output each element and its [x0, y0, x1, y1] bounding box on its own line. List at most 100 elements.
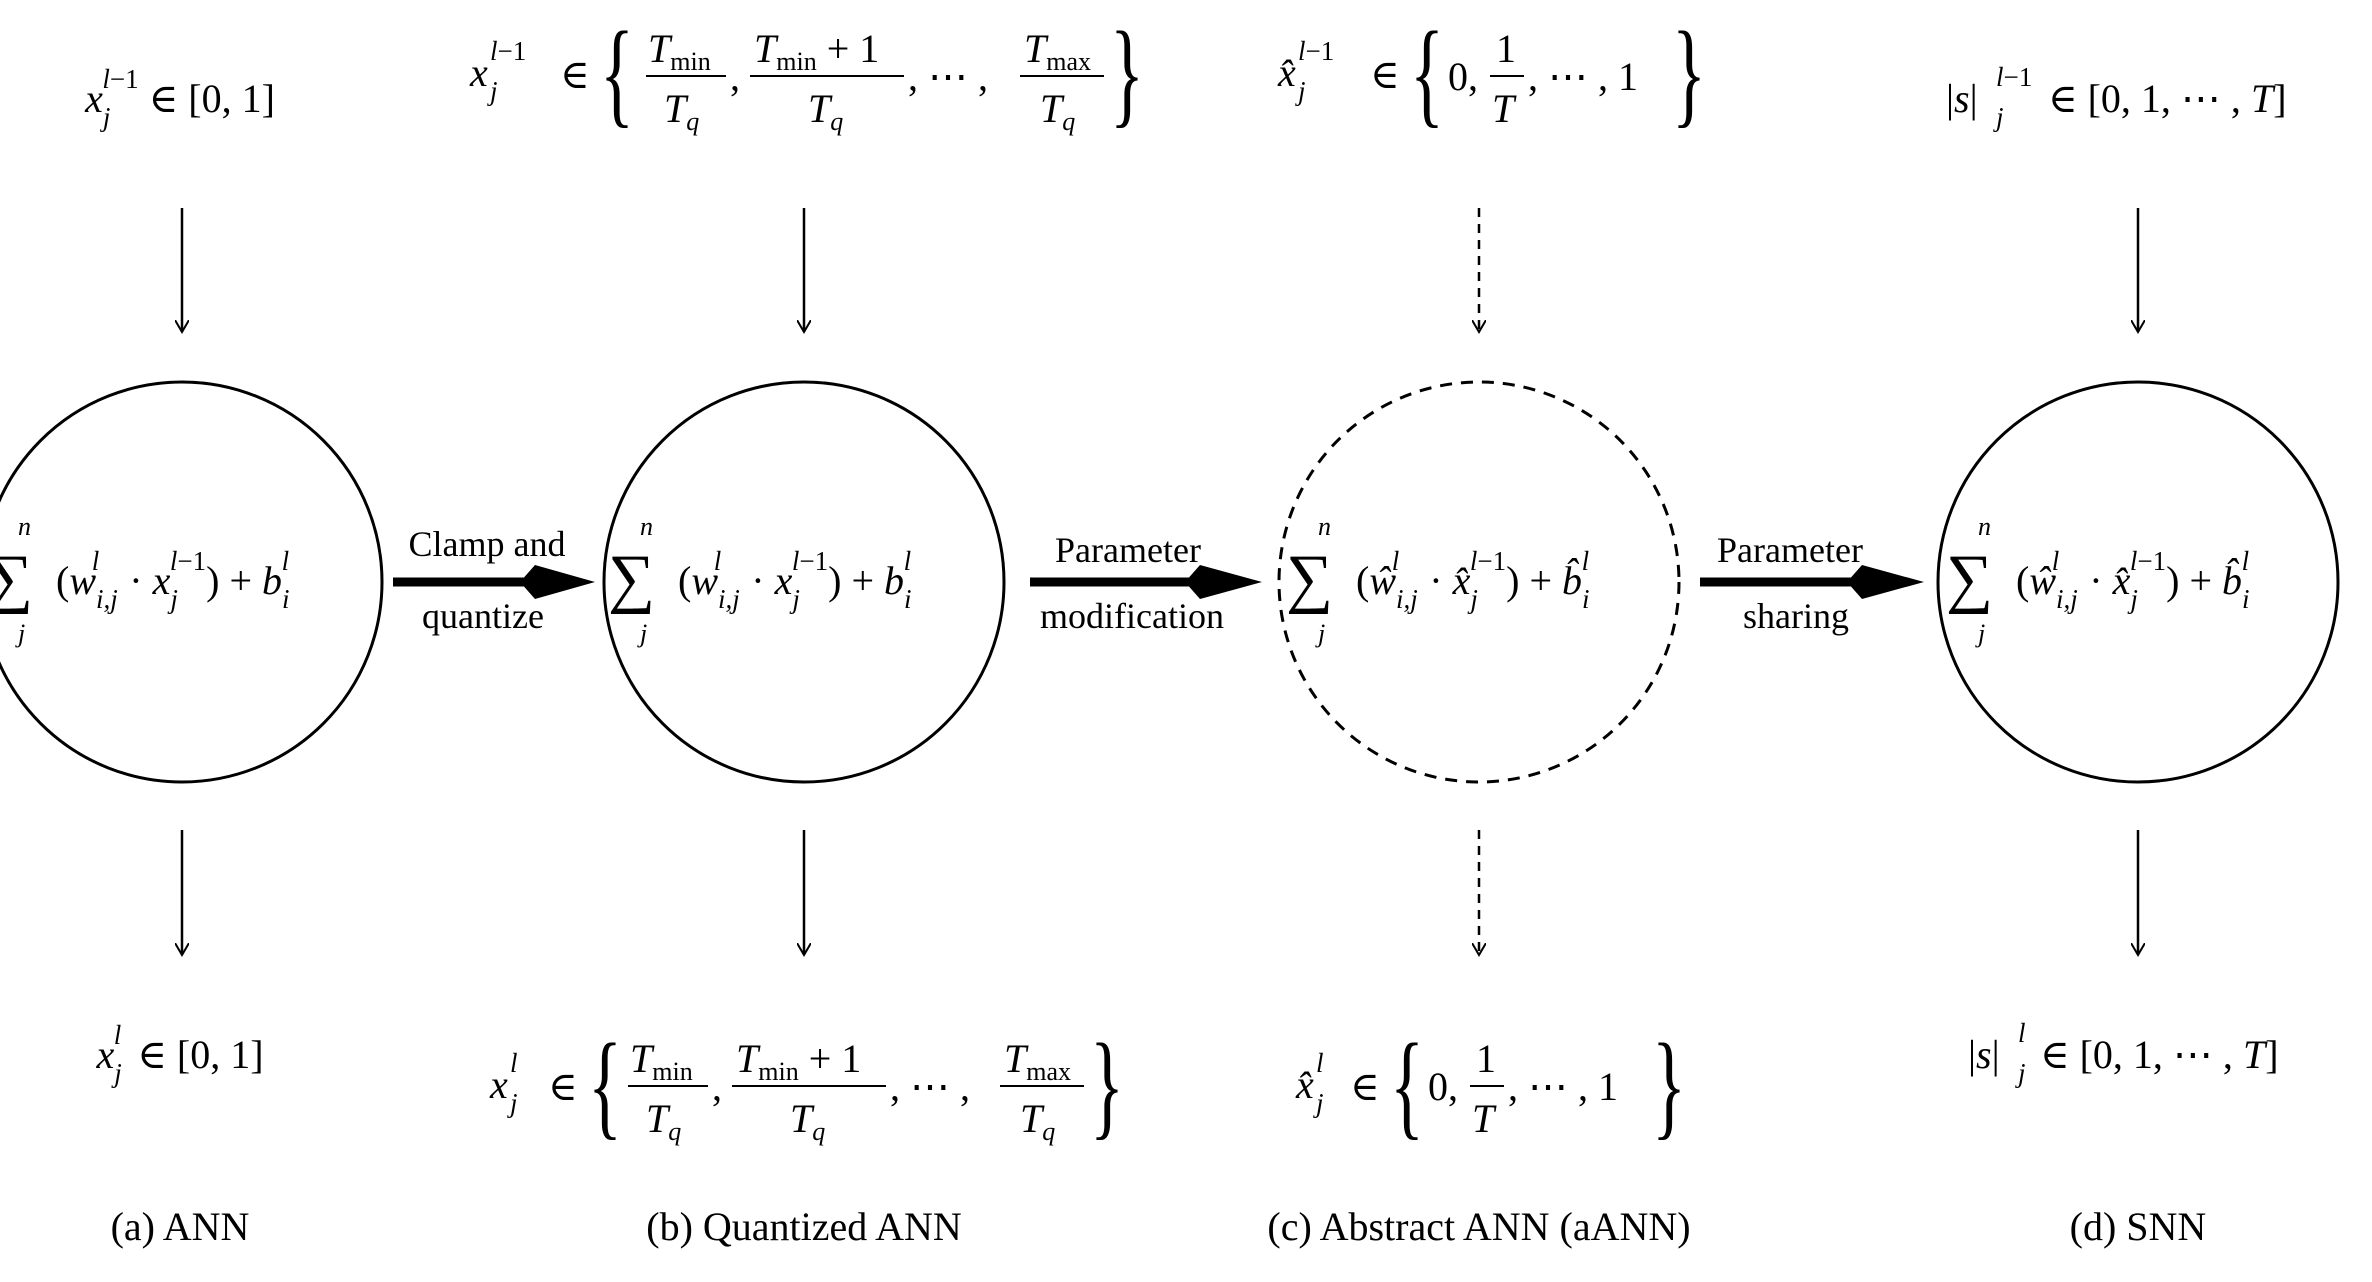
svg-text:,: , [730, 54, 740, 99]
svg-text:(wi,jl · xjl−1) + bil: (wi,jl · xjl−1) + bil [678, 546, 912, 614]
svg-text:|s|: |s| [1946, 76, 1978, 121]
caption-ann: (a) ANN [111, 1204, 250, 1249]
svg-text:{: { [1410, 8, 1444, 139]
svg-text:j: j [1975, 619, 1985, 648]
svg-text:Tmin: Tmin [630, 1036, 693, 1086]
svg-text:, ⋯ ,: , ⋯ , [890, 1064, 970, 1109]
svg-text:, ⋯ , 1: , ⋯ , 1 [1508, 1064, 1618, 1109]
svg-text:j: j [2015, 1058, 2026, 1088]
svg-text:n: n [18, 512, 31, 541]
svg-text:}: } [1672, 8, 1706, 139]
svg-text:(ŵi,jl · x̂jl−1) + b̂il: (ŵi,jl · x̂jl−1) + b̂il [1356, 546, 1590, 614]
svg-text:x̂: x̂ [1295, 1062, 1314, 1107]
svg-text:T: T [1472, 1096, 1497, 1141]
clamp-quantize-label-2: quantize [422, 596, 544, 636]
svg-text:1: 1 [1476, 1036, 1496, 1081]
svg-text:Tmin + 1: Tmin + 1 [754, 26, 879, 76]
svg-text:, ⋯ , 1: , ⋯ , 1 [1528, 54, 1638, 99]
svg-text:|s|: |s| [1968, 1032, 2000, 1077]
svg-text:n: n [640, 512, 653, 541]
svg-text:j: j [1315, 619, 1325, 648]
abstract-input-set: x̂_j^{l-1} ∈ { 0, 1/T, ⋯ , 1 } x̂ j l−1 … [1277, 8, 1706, 139]
svg-text:1: 1 [1496, 26, 1516, 71]
column-ann: x_j^{l-1} ∈ [0, 1] xjl−1 ∈ [0, 1] Σ_j^n … [0, 64, 384, 1249]
svg-text:Tq: Tq [646, 1096, 681, 1146]
svg-text:∈: ∈ [1350, 1064, 1380, 1109]
svg-text:x̂: x̂ [1277, 50, 1296, 95]
caption-abstract-ann: (c) Abstract ANN (aANN) [1267, 1204, 1690, 1249]
svg-text:}: } [1110, 8, 1144, 139]
parameter-sharing-label-2: sharing [1743, 596, 1849, 636]
parameter-sharing-label-1: Parameter [1717, 530, 1863, 570]
snn-neuron-formula: Σ_j^n (ŵ_{i,j}^l · x̂_j^{l-1}) + b̂_i^l … [1946, 512, 2250, 648]
caption-quantized-ann: (b) Quantized ANN [646, 1204, 961, 1249]
svg-text:{: { [1390, 1020, 1424, 1151]
abstract-neuron-circle [1277, 380, 1681, 784]
svg-text:∑: ∑ [1286, 542, 1333, 615]
quantized-neuron-circle [602, 380, 1006, 784]
parameter-modification-label-2: modification [1040, 596, 1224, 636]
column-snn: |s|_j^{l-1} ∈ [0, 1, ⋯ , T] |s| j l−1 ∈ … [1936, 62, 2340, 1249]
svg-text:Tq: Tq [1020, 1096, 1055, 1146]
svg-text:∑: ∑ [1946, 542, 1993, 615]
svg-text:n: n [1318, 512, 1331, 541]
quantized-neuron-formula: Σ_j^n (w_{i,j}^l · x_j^{l-1}) + b_i^l ∑ … [608, 512, 912, 648]
svg-text:Tmin + 1: Tmin + 1 [736, 1036, 861, 1086]
svg-text:Tmax: Tmax [1004, 1036, 1071, 1086]
svg-text:x: x [489, 1062, 508, 1107]
abstract-neuron-formula: Σ_j^n (ŵ_{i,j}^l · x̂_j^{l-1}) + b̂_i^l … [1286, 512, 1590, 648]
svg-text:l: l [2018, 1018, 2026, 1048]
svg-text:(ŵi,jl · x̂jl−1) + b̂il: (ŵi,jl · x̂jl−1) + b̂il [2016, 546, 2250, 614]
svg-text:j: j [1295, 76, 1306, 106]
ann-input-set: x_j^{l-1} ∈ [0, 1] xjl−1 ∈ [0, 1] [84, 64, 275, 132]
svg-text:l−1: l−1 [1996, 62, 2032, 92]
svg-text:j: j [487, 76, 498, 106]
svg-text:∈ [0, 1, ⋯ , T]: ∈ [0, 1, ⋯ , T] [2040, 1032, 2279, 1077]
parameter-modification-arrow: Parameter modification [1030, 530, 1262, 636]
svg-text:∈: ∈ [560, 52, 590, 97]
svg-text:∈: ∈ [1370, 52, 1400, 97]
svg-text:Tmax: Tmax [1024, 26, 1091, 76]
ann-output-set: x_j^l ∈ [0, 1] xjl ∈ [0, 1] [95, 1020, 263, 1088]
snn-output-set: |s|_j^l ∈ [0, 1, ⋯ , T] |s| j l ∈ [0, 1,… [1968, 1018, 2279, 1088]
caption-snn: (d) SNN [2070, 1204, 2207, 1249]
svg-text:j: j [507, 1088, 518, 1118]
svg-text:}: } [1090, 1020, 1124, 1151]
svg-text:}: } [1652, 1020, 1686, 1151]
svg-text:l: l [1316, 1048, 1324, 1078]
svg-text:{: { [600, 8, 634, 139]
svg-text:,: , [712, 1064, 722, 1109]
svg-text:n: n [1978, 512, 1991, 541]
svg-text:l−1: l−1 [1298, 36, 1334, 66]
quantized-output-set: x_j^l ∈ { T_min/T_q, (T_min + 1)/T_q, ⋯ … [489, 1020, 1124, 1151]
svg-text:Tmin: Tmin [648, 26, 711, 76]
svg-text:∈ [0, 1, ⋯ , T]: ∈ [0, 1, ⋯ , T] [2048, 76, 2287, 121]
svg-text:l−1: l−1 [490, 36, 526, 66]
svg-text:x: x [469, 50, 488, 95]
svg-text:j: j [15, 619, 25, 648]
svg-text:Tq: Tq [790, 1096, 825, 1146]
svg-text:T: T [1492, 86, 1517, 131]
ann-neuron-circle [0, 380, 384, 784]
svg-text:∑: ∑ [0, 542, 33, 615]
clamp-quantize-label-1: Clamp and [409, 524, 566, 564]
svg-text:{: { [588, 1020, 622, 1151]
svg-text:Tq: Tq [1040, 86, 1075, 136]
svg-text:Tq: Tq [808, 86, 843, 136]
svg-text:0,: 0, [1448, 54, 1478, 99]
svg-text:Tq: Tq [664, 86, 699, 136]
svg-text:j: j [637, 619, 647, 648]
clamp-quantize-arrow: Clamp and quantize [393, 524, 595, 636]
quantized-input-set: x_j^{l-1} ∈ { T_min/T_q, (T_min + 1)/T_q… [469, 8, 1144, 139]
svg-text:l: l [510, 1048, 518, 1078]
ann-neuron-formula: Σ_j^n (w_{i,j}^l · x_j^{l-1}) + b_i^l ∑ … [0, 512, 290, 648]
svg-text:j: j [1993, 102, 2004, 132]
column-quantized-ann: x_j^{l-1} ∈ { T_min/T_q, (T_min + 1)/T_q… [469, 8, 1144, 1249]
svg-text:, ⋯ ,: , ⋯ , [908, 54, 988, 99]
svg-text:0,: 0, [1428, 1064, 1458, 1109]
svg-text:∑: ∑ [608, 542, 655, 615]
svg-text:∈: ∈ [548, 1064, 578, 1109]
snn-neuron-circle [1936, 380, 2340, 784]
parameter-modification-label-1: Parameter [1055, 530, 1201, 570]
